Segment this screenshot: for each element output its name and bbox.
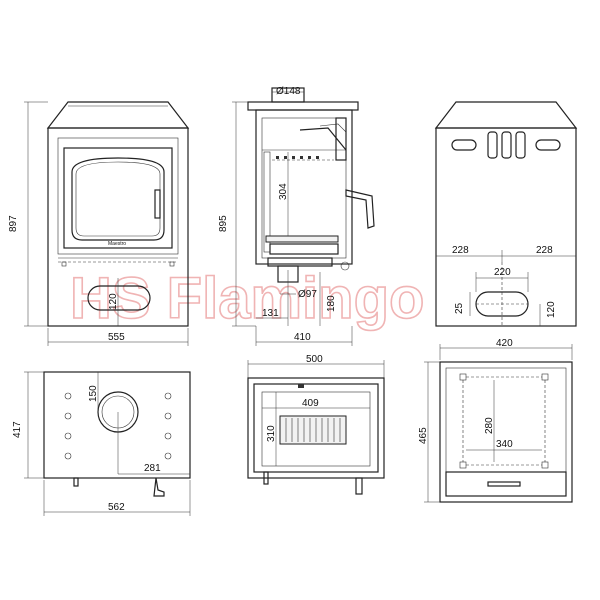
section-overall-label: 500 [306,354,323,365]
front-ash-height-label: 120 [108,293,119,310]
top-flue-offset-label: 150 [88,385,99,402]
watermark-text: HS Flamingo [70,266,424,331]
top-view: 150 281 417 562 [12,371,191,516]
side-view: Ø148 304 895 Ø97 180 [218,86,375,346]
rear-slot-elevation-label: 120 [546,301,557,318]
rear-right-offset-label: 228 [536,245,553,256]
top-width-label: 562 [108,502,125,513]
side-outlet-height-label: 180 [326,295,337,312]
section-firebox-height-label: 310 [266,425,277,442]
base-depth-label: 465 [418,427,429,444]
section-firebox-width-label: 409 [302,398,319,409]
side-depth-label: 410 [294,332,311,343]
base-overall-label: 420 [496,338,513,349]
top-depth-label: 417 [12,421,23,438]
rear-left-offset-label: 228 [452,245,469,256]
side-flue-diameter-label: Ø148 [276,86,301,97]
side-outlet-offset-label: 131 [262,308,279,319]
rear-view: 228 228 220 25 120 [434,101,578,327]
rear-slot-height-label: 25 [454,302,465,314]
front-height-label: 897 [8,215,19,232]
base-hole-width-label: 340 [496,439,513,450]
side-outlet-diameter-label: Ø97 [298,289,317,300]
front-view: Maestro 897 120 555 [8,101,190,346]
top-flue-center-label: 281 [144,463,161,474]
side-internal-height-label: 304 [278,183,289,200]
base-hole-depth-label: 280 [484,417,495,434]
front-width-label: 555 [108,332,125,343]
side-height-label: 895 [218,215,229,232]
svg-text:Maestro: Maestro [108,241,126,247]
base-view: 420 280 340 465 [418,338,573,503]
section-view: 500 409 310 [247,354,385,495]
rear-slot-width-label: 220 [494,267,511,278]
